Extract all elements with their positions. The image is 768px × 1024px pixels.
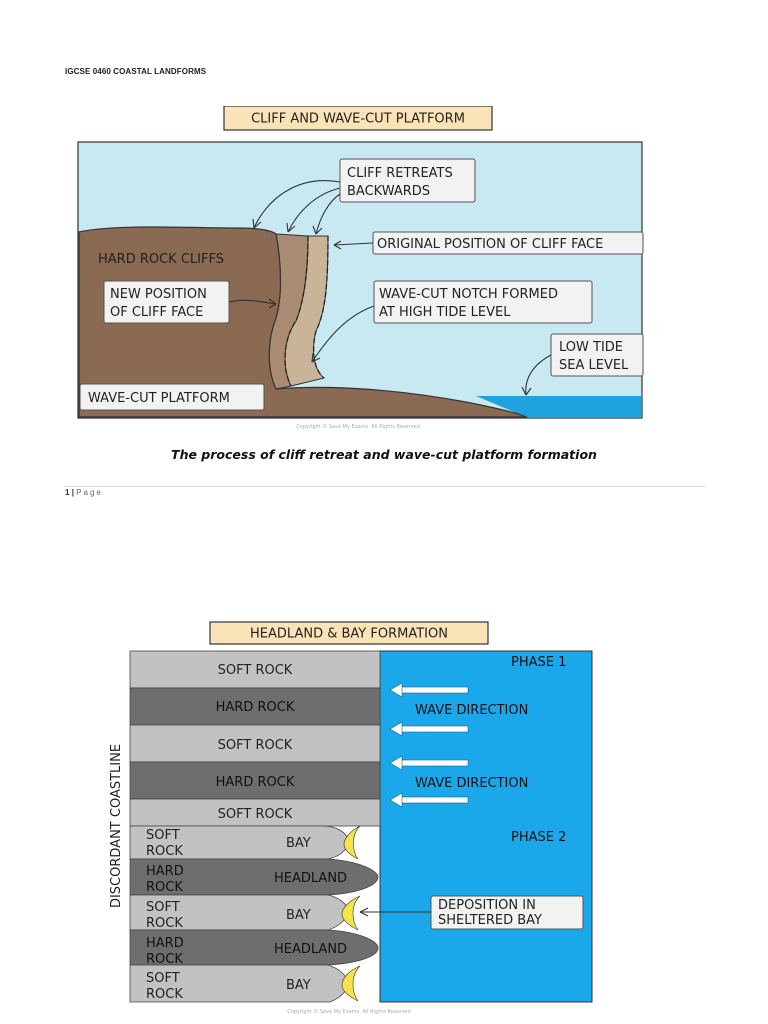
- original-position-arrowhead: [333, 240, 342, 250]
- low-tide-arrow: [525, 354, 552, 396]
- bay-sand-3: [341, 965, 361, 1002]
- document-header: IGCSE 0460 COASTAL LANDFORMS: [65, 67, 207, 76]
- phase1-band-soft-1: [129, 650, 381, 689]
- figure2-copyright: Copyright © Save My Exams. All Rights Re…: [287, 1008, 411, 1015]
- figure2-title-box: [209, 621, 489, 645]
- p2-row4-feature: HEADLAND: [274, 942, 347, 957]
- hard-rock-cliff: [78, 226, 529, 418]
- cliff-retreats-text-1: CLIFF RETREATS: [347, 166, 453, 181]
- retreat-arrow-1: [253, 180, 341, 229]
- bay-sand-1: [343, 825, 361, 860]
- new-position-text-2: OF CLIFF FACE: [110, 305, 203, 320]
- figure2-title: HEADLAND & BAY FORMATION: [250, 627, 448, 642]
- deposition-text-2: SHELTERED BAY: [438, 913, 542, 928]
- page-label: Page: [76, 488, 103, 497]
- headland-bay-figure: HEADLAND & BAY FORMATION SOFT ROCK HARD …: [98, 619, 598, 1019]
- phase1-band-soft-3: [129, 798, 381, 827]
- original-position-text: ORIGINAL POSITION OF CLIFF FACE: [377, 237, 603, 252]
- notch-label-box: [373, 280, 593, 324]
- band-label-2: HARD ROCK: [216, 700, 295, 715]
- phase2-label: PHASE 2: [511, 830, 566, 845]
- new-position-text-1: NEW POSITION: [110, 287, 207, 302]
- page-number: 1: [65, 488, 70, 497]
- p2-row1-feature: BAY: [286, 836, 311, 851]
- figure1-title: CLIFF AND WAVE-CUT PLATFORM: [251, 112, 465, 127]
- notch-arrowhead: [311, 352, 321, 363]
- p2-row2-rock-2: ROCK: [146, 880, 183, 895]
- original-position-arrow: [333, 242, 374, 246]
- p2-row1-rock-2: ROCK: [146, 844, 183, 859]
- p2-row4-rock-1: HARD: [146, 936, 184, 951]
- band-label-4: HARD ROCK: [216, 775, 295, 790]
- deposition-text-1: DEPOSITION IN: [438, 898, 536, 913]
- retreat-arrowhead-2: [286, 222, 296, 233]
- cliff-retreats-label-box: [339, 158, 476, 203]
- low-tide-text-2: SEA LEVEL: [559, 358, 629, 373]
- retreat-arrowhead-1: [252, 218, 262, 229]
- original-face-line: [312, 235, 329, 379]
- page-separator: |: [71, 488, 74, 497]
- wave-arrow-2: [389, 721, 469, 737]
- discordant-coastline-label: DISCORDANT COASTLINE: [109, 744, 124, 908]
- phase2-hard-2: [129, 929, 379, 966]
- notch-text-1: WAVE-CUT NOTCH FORMED: [379, 287, 558, 302]
- band-label-5: SOFT ROCK: [218, 807, 293, 822]
- low-tide-text-1: LOW TIDE: [559, 340, 623, 355]
- phase1-band-hard-2: [129, 761, 381, 800]
- p2-row3-rock-1: SOFT: [146, 900, 180, 915]
- page-footer: 1 | Page: [65, 488, 103, 497]
- figure-caption: The process of cliff retreat and wave-cu…: [171, 447, 597, 462]
- intermediate-face-line: [284, 235, 309, 387]
- notch-text-2: AT HIGH TIDE LEVEL: [379, 305, 511, 320]
- retreat-arrow-2: [287, 187, 341, 233]
- band-label-3: SOFT ROCK: [218, 738, 293, 753]
- p2-row4-rock-2: ROCK: [146, 952, 183, 967]
- p2-row3-feature: BAY: [286, 908, 311, 923]
- sea-water: [476, 396, 641, 417]
- notch-arrow: [311, 305, 375, 363]
- wave-arrow-4: [389, 792, 469, 808]
- p2-row2-rock-1: HARD: [146, 864, 184, 879]
- wave-arrow-3: [389, 755, 469, 771]
- cliff-platform-figure: CLIFF AND WAVE-CUT PLATFORM CLIFF RETREA…: [76, 106, 646, 436]
- new-position-arrowhead: [268, 298, 277, 309]
- low-tide-arrowhead: [521, 386, 532, 396]
- p2-row2-feature: HEADLAND: [274, 871, 347, 886]
- band-label-1: SOFT ROCK: [218, 663, 293, 678]
- p2-row5-rock-2: ROCK: [146, 987, 183, 1002]
- page-divider: [65, 486, 705, 487]
- phase1-label: PHASE 1: [511, 655, 566, 670]
- phase2-hard-1: [129, 858, 379, 896]
- p2-row5-rock-1: SOFT: [146, 971, 180, 986]
- p2-row1-rock-1: SOFT: [146, 828, 180, 843]
- platform-text: WAVE-CUT PLATFORM: [88, 391, 230, 406]
- bay-sand-2: [341, 895, 361, 931]
- wave-direction-label-1: WAVE DIRECTION: [415, 703, 528, 718]
- phase1-band-soft-2: [129, 724, 381, 763]
- platform-label-box: [79, 383, 265, 411]
- wave-arrow-1: [389, 682, 469, 698]
- retreat-arrowhead-3: [312, 225, 323, 235]
- p2-row5-feature: BAY: [286, 978, 311, 993]
- figure1-title-box: [223, 106, 493, 131]
- hard-rock-cliffs-label: HARD ROCK CLIFFS: [98, 252, 224, 267]
- sea-area: [379, 650, 593, 1003]
- p2-row3-rock-2: ROCK: [146, 916, 183, 931]
- cliff-retreats-text-2: BACKWARDS: [347, 184, 430, 199]
- new-position-arrow: [228, 299, 277, 305]
- retreat-arrow-3: [315, 193, 341, 235]
- wave-direction-label-2: WAVE DIRECTION: [415, 776, 528, 791]
- figure1-copyright: Copyright © Save My Exams. All Rights Re…: [296, 423, 420, 430]
- deposition-arrowhead: [359, 907, 369, 917]
- phase1-band-hard-1: [129, 687, 381, 726]
